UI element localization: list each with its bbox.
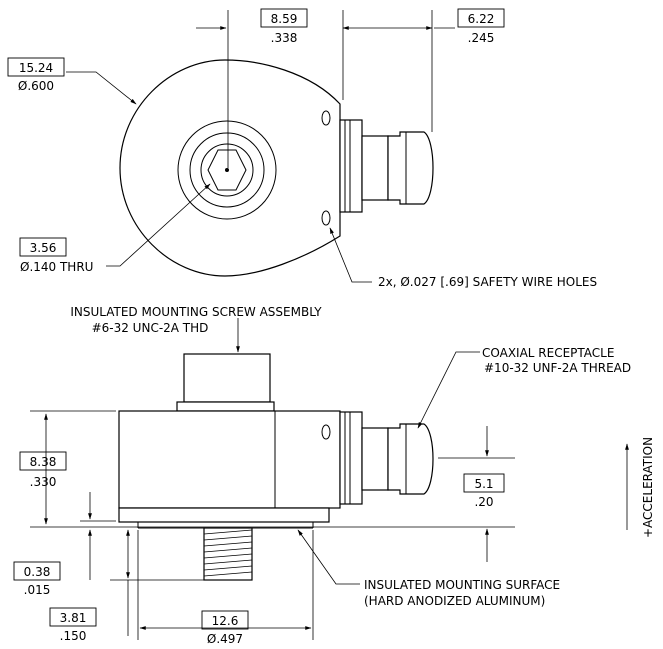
dim-body-dia-metric: 15.24 [19,61,53,75]
dim-screw-imperial: .150 [60,629,87,643]
surface-note-line1: INSULATED MOUNTING SURFACE [364,578,560,592]
dim-base-imperial: .015 [24,583,51,597]
acceleration-label: +ACCELERATION [641,437,655,538]
top-connector-flange [339,119,363,213]
safety-wire-hole-bottom [321,210,331,226]
side-safety-wire-hole [321,424,331,440]
dim-base-dia-metric: 12.6 [212,614,239,628]
top-connector-body [361,135,389,201]
dim-base-metric: 0.38 [24,565,51,579]
dim-hole-imperial: Ø.140 THRU [20,260,93,274]
screw-note-line1: INSULATED MOUNTING SCREW ASSEMBLY [70,305,322,319]
receptacle-note-line2: #10-32 UNF-2A THREAD [484,361,631,375]
hole-outer-ring [177,120,277,220]
dim-connector-imperial: .245 [468,31,495,45]
top-body-outline [119,59,341,277]
dim-screw-metric: 3.81 [60,611,87,625]
dim-hole-metric: 3.56 [30,241,57,255]
surface-note-line2: (HARD ANODIZED ALUMINUM) [364,594,545,608]
dim-connector-height-metric: 5.1 [474,477,493,491]
side-body [118,410,341,509]
top-view: 8.59 .338 6.22 .245 15.24 Ø.600 3.56 Ø.1… [7,8,597,289]
dim-width-metric: 8.59 [271,12,298,26]
hole-inner-ring [200,143,254,197]
side-connector-flange [339,411,363,505]
hex-socket [207,149,247,191]
dim-connector-height-imperial: .20 [474,495,493,509]
base-plate [118,507,330,523]
center-point [225,168,229,172]
dim-width-imperial: .338 [271,31,298,45]
hole-middle-ring [189,132,265,208]
safety-wire-hole-top [321,110,331,126]
receptacle-note-line1: COAXIAL RECEPTACLE [482,346,614,360]
screw-washer [176,401,275,412]
threaded-stud [203,527,253,581]
dim-connector-metric: 6.22 [468,12,495,26]
dim-height-metric: 8.38 [30,455,57,469]
side-connector-body [361,427,389,491]
dim-base-dia-imperial: Ø.497 [207,632,243,646]
side-connector-tip [387,423,434,495]
dim-height-imperial: .330 [30,475,57,489]
screw-head [183,353,271,403]
top-connector-tip [387,131,434,205]
side-view: INSULATED MOUNTING SCREW ASSEMBLY #6-32 … [13,305,655,646]
screw-note-line2: #6-32 UNC-2A THD [92,321,209,335]
safety-wire-note: 2x, Ø.027 [.69] SAFETY WIRE HOLES [378,275,597,289]
dim-body-dia-imperial: Ø.600 [18,79,54,93]
